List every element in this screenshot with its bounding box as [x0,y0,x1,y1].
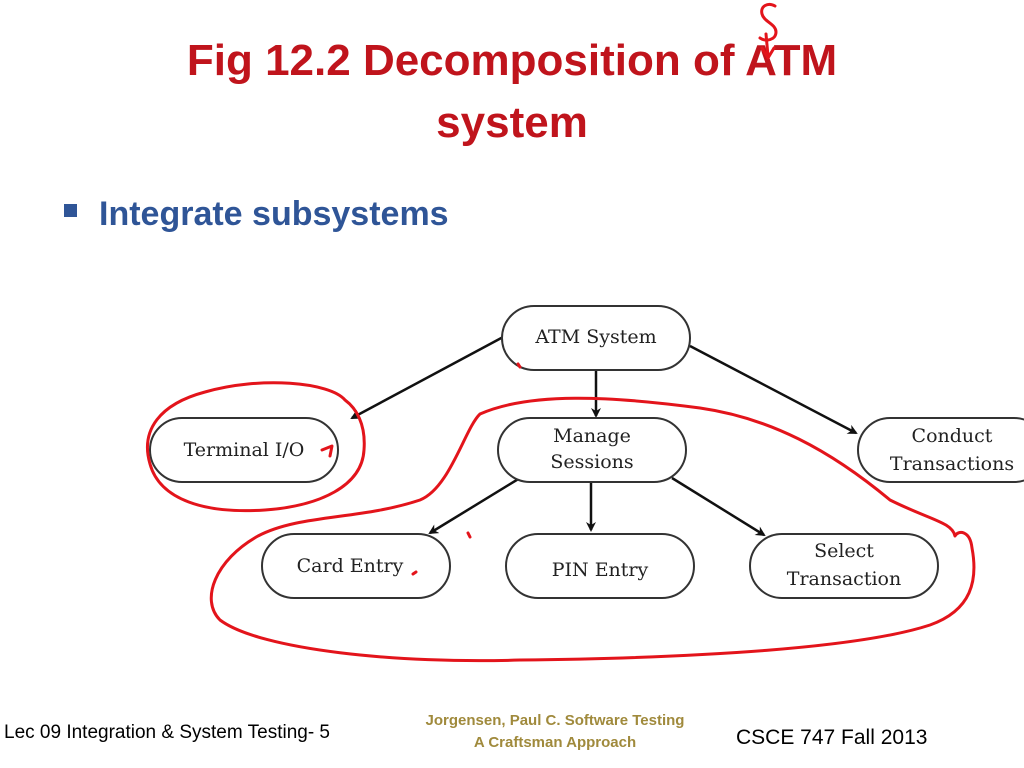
handwritten-s-mark [758,2,778,42]
footer-lecture: Lec 09 Integration & System Testing- 5 [4,722,330,743]
node-pin-entry: PIN Entry [505,533,695,599]
card-entry-tick-mark [411,570,418,576]
node-card-entry-label: Card Entry [297,555,404,577]
footer-citation-line-2: A Craftsman Approach [473,734,637,751]
diagram-edges [350,334,858,537]
edge-atm-to-terminal [350,334,506,420]
bullet-item: Integrate subsystems [64,190,449,238]
manage-group-loop [209,396,976,663]
footer-citation: Jorgensen, Paul C. Software Testing A Cr… [390,710,720,754]
footer-course: CSCE 747 Fall 2013 [736,726,928,749]
square-bullet-icon [64,203,77,217]
node-manage-sessions-label-line-1: Manage [553,425,631,447]
edge-manage-to-select [671,476,766,537]
node-terminal-io-label: Terminal I/O [184,439,305,461]
card-entry-dot-mark [466,531,472,539]
slide-title: Fig 12.2 Decomposition of ATM system [0,30,1024,154]
footer-citation-line-1: Jorgensen, Paul C. Software Testing [425,712,685,729]
slide-title-line-2: system [436,98,588,147]
node-pin-entry-label: PIN Entry [552,559,649,581]
bullet-text: Integrate subsystems [99,194,449,233]
slide-title-line-1: Fig 12.2 Decomposition of ATM [186,36,838,85]
edge-atm-to-conduct [689,344,858,435]
handwritten-down-arrow [760,32,776,60]
node-conduct-transactions-label-line-2: Transactions [890,453,1014,475]
node-select-transaction-label-line-1: Select [814,540,874,562]
node-conduct-transactions-label-line-1: Conduct [912,425,993,447]
terminal-io-circle [145,381,366,513]
red-annotations [145,2,976,663]
edge-manage-to-card [428,476,521,535]
node-select-transaction: Select Transaction [749,533,939,599]
node-manage-sessions: Manage Sessions [497,417,687,483]
node-select-transaction-label-line-2: Transaction [787,568,901,590]
node-card-entry: Card Entry [261,533,451,599]
node-manage-sessions-label-line-2: Sessions [550,451,633,473]
atm-dot-mark [516,362,522,369]
terminal-io-tick [320,444,334,458]
node-atm-system-label: ATM System [534,326,656,348]
node-conduct-transactions: Conduct Transactions [857,417,1024,483]
node-terminal-io: Terminal I/O [149,417,339,483]
node-atm-system: ATM System [501,305,691,371]
